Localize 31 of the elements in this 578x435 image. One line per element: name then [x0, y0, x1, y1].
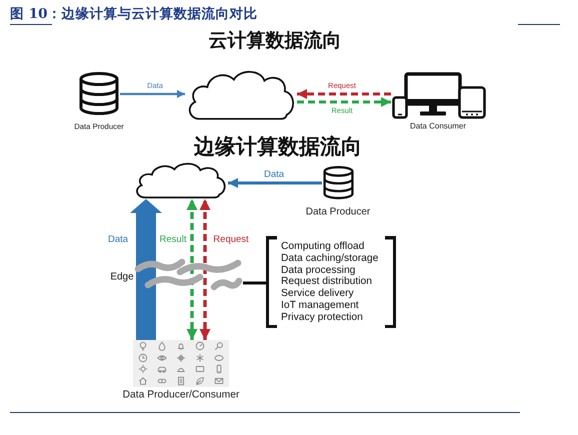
node-caption: Data Producer	[306, 206, 370, 218]
list-item: IoT management	[281, 300, 359, 312]
edge-label: Result	[158, 234, 188, 246]
edge-label: Data	[106, 234, 130, 246]
leader-line	[243, 282, 266, 284]
dashed-arrow	[297, 97, 391, 107]
list-item: Privacy protection	[281, 312, 363, 324]
figure-title: 图 10：边缘计算与云计算数据流向对比	[10, 7, 258, 22]
icon-panel	[133, 340, 229, 387]
cloud-shape	[133, 161, 228, 199]
layer-label: Edge	[110, 272, 134, 282]
arrow	[120, 90, 185, 98]
section-heading: 云计算数据流向	[208, 30, 342, 52]
database-icon	[322, 166, 355, 200]
section-heading: 边缘计算数据流向	[194, 135, 362, 159]
list-item: Data processing	[281, 264, 356, 276]
edge-label: Data	[262, 170, 286, 180]
dashed-arrow	[200, 199, 210, 340]
block-arrow	[130, 199, 162, 340]
node-caption: Data Consumer	[410, 122, 466, 132]
list-item: Service delivery	[281, 288, 354, 300]
arrow	[228, 178, 322, 188]
list-item: Data caching/storage	[281, 252, 378, 265]
list-item: Computing offload	[281, 241, 364, 253]
edge-label: Request	[212, 234, 250, 246]
dashed-arrow	[186, 199, 198, 340]
node-caption: Data Producer/Consumer	[122, 389, 240, 401]
dashed-arrow	[297, 89, 391, 99]
wave-band	[210, 276, 243, 292]
database-icon	[78, 72, 120, 116]
list-item: Request distribution	[281, 276, 372, 288]
